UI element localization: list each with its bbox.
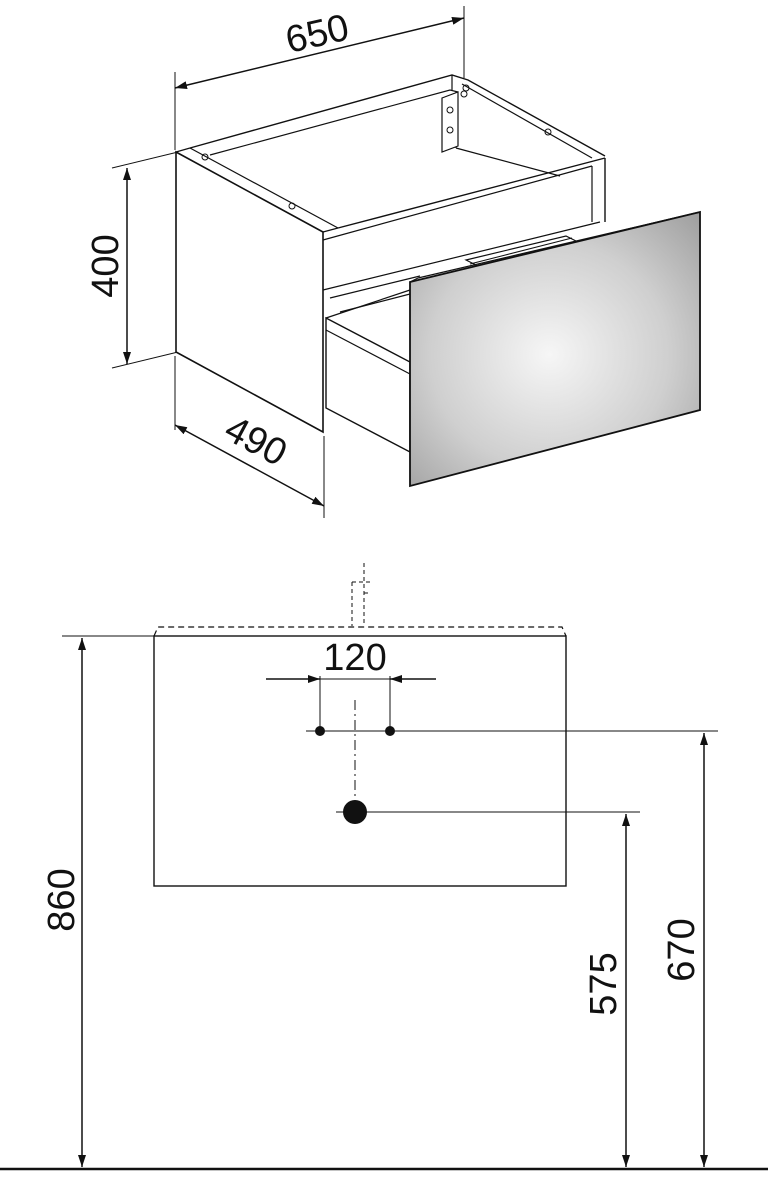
rear-wall-bracket bbox=[441, 91, 459, 153]
worktop-outline bbox=[153, 626, 567, 637]
width-dimension: 650 bbox=[174, 6, 465, 150]
depth-dimension-label: 490 bbox=[218, 408, 294, 475]
cabinet-front bbox=[153, 635, 567, 887]
width-dimension-label: 650 bbox=[282, 7, 353, 62]
tap-hole-height-label: 670 bbox=[661, 918, 703, 981]
tap-spacing-dimension: 120 bbox=[266, 637, 436, 731]
drawer-front bbox=[409, 210, 701, 488]
height-dimension: 400 bbox=[85, 151, 179, 369]
tap-spacing-label: 120 bbox=[323, 637, 386, 679]
drain-height-label: 575 bbox=[583, 952, 625, 1015]
height-dimension-label: 400 bbox=[85, 234, 127, 297]
overall-height-label: 860 bbox=[41, 868, 83, 931]
front-elevation: 860 120 670 575 bbox=[0, 563, 768, 1171]
drawer-box bbox=[325, 316, 411, 454]
cabinet-left-side bbox=[175, 150, 324, 434]
drain-height-dimension: 575 bbox=[583, 814, 630, 1167]
cabinet-body bbox=[175, 74, 701, 488]
tap-hole-height-dimension: 670 bbox=[661, 733, 708, 1167]
faucet-outline bbox=[351, 563, 370, 626]
isometric-view: 650 400 490 bbox=[85, 6, 701, 518]
overall-height-dimension: 860 bbox=[41, 635, 156, 1167]
